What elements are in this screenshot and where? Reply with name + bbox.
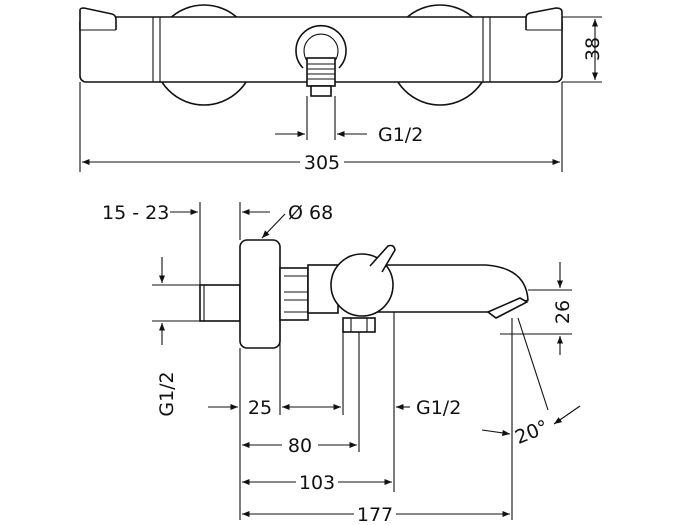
dim-25-label: 25 <box>248 397 272 419</box>
dim-d68-leader <box>261 213 286 239</box>
dim-d68-label: Ø 68 <box>288 202 333 224</box>
top-view: 38 G1/2 305 <box>79 4 604 174</box>
top-outlet-thread <box>306 57 336 87</box>
dim-80-label: 80 <box>288 435 312 457</box>
dim-177-label: 177 <box>357 504 393 525</box>
dim-angle-label: 20° <box>512 416 551 449</box>
dim-g12-spout-label: G1/2 <box>416 397 461 419</box>
top-outlet-ring <box>295 24 347 69</box>
top-left-cap <box>79 7 117 30</box>
dim-26-label: 26 <box>552 300 574 324</box>
side-handle-lever <box>369 244 396 273</box>
top-right-cap <box>525 7 563 30</box>
dim-g12-left-label: G1/2 <box>156 371 178 416</box>
dim-angle-arrow <box>553 405 581 425</box>
dim-305-label: 305 <box>304 152 340 174</box>
side-diverter <box>342 317 376 333</box>
side-view: 15 - 23 Ø 68 G1/2 26 25 G1/2 20° 80 103 <box>102 202 581 525</box>
dim-103-label: 103 <box>299 472 335 494</box>
dim-15-23-label: 15 - 23 <box>102 202 169 224</box>
top-g12-label: G1/2 <box>378 124 423 146</box>
dim-g12-spout-arrow-right <box>481 429 511 436</box>
dim-38-label: 38 <box>582 37 604 61</box>
side-wall-connector <box>199 284 241 322</box>
side-rosette <box>239 239 281 349</box>
